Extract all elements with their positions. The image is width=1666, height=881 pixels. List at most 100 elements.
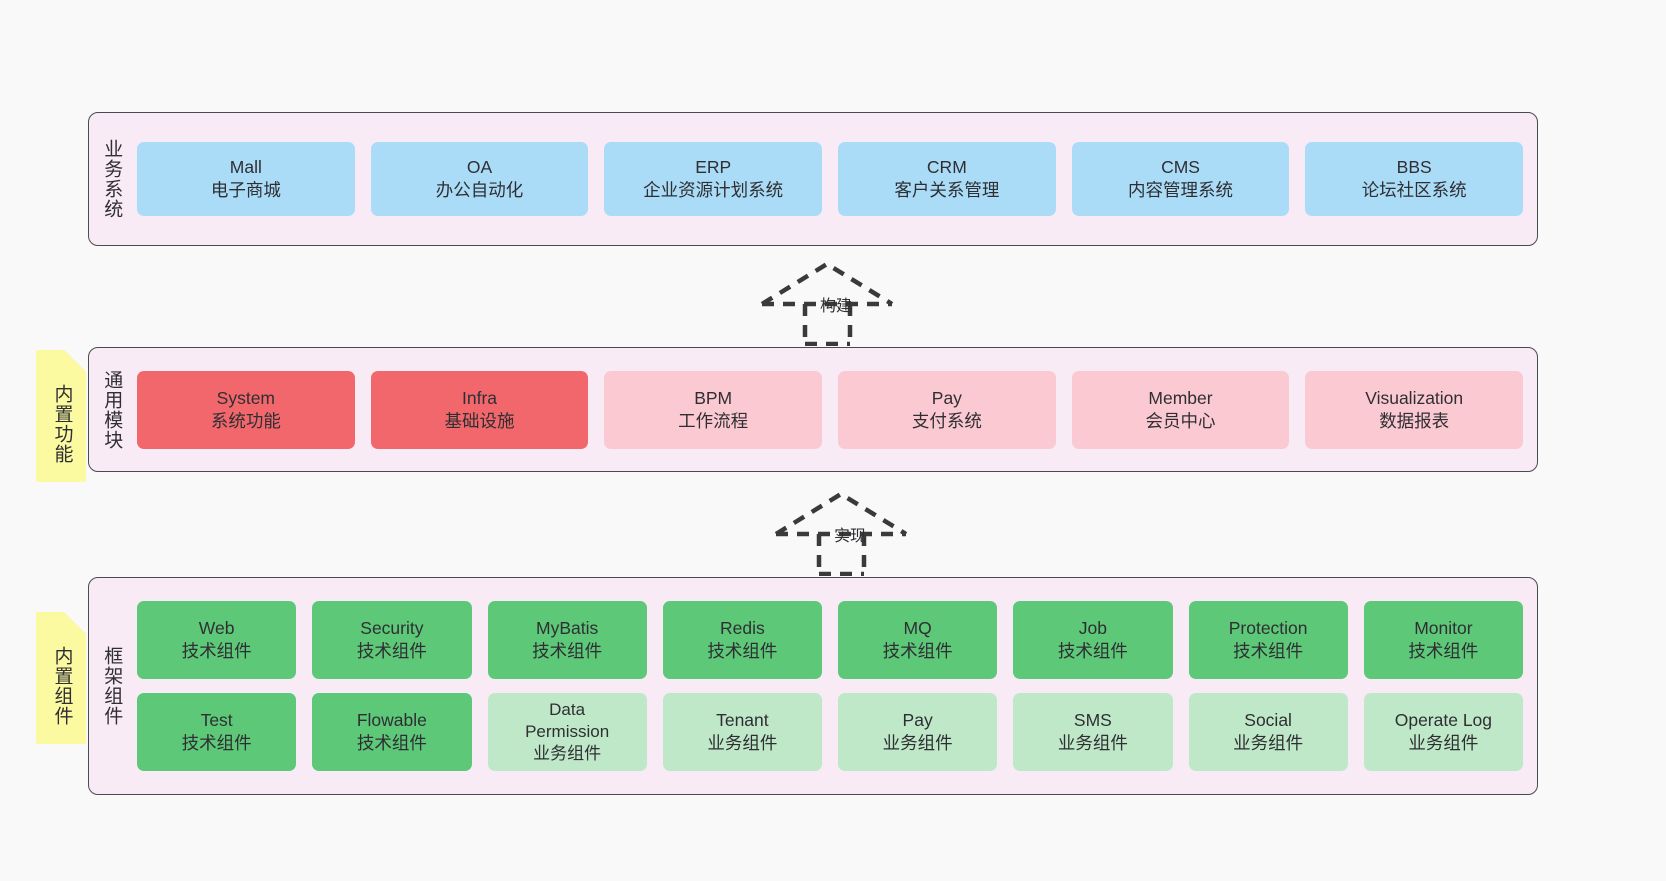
node-oa[interactable]: OA 办公自动化 [370,142,589,216]
node-label-en: SMS [1073,710,1112,731]
node-pay[interactable]: Pay 支付系统 [838,370,1056,449]
node-bbs[interactable]: BBS 论坛社区系统 [1305,142,1524,216]
node-label-cn: 业务组件 [1233,733,1304,753]
node-label-cn: 业务组件 [707,733,778,753]
node-label-en: Flowable [356,710,427,731]
node-label-cn: 技术组件 [181,641,252,661]
node-label-cn: 企业资源计划系统 [643,180,784,200]
node-tenant[interactable]: Tenant 业务组件 [662,693,822,771]
node-label-en: System [216,387,276,408]
node-label-en: Web [198,618,235,639]
node-label-en: Pay [902,710,933,731]
node-label-en: Social [1244,710,1292,731]
node-label-cn: 业务组件 [533,744,602,764]
node-system[interactable]: System 系统功能 [137,370,355,449]
node-label-en: CMS [1161,157,1200,178]
node-label-en: MQ [903,618,932,639]
node-member[interactable]: Member 会员中心 [1071,370,1290,449]
node-label-en: Protection [1228,618,1308,639]
node-label-en: Monitor [1414,618,1473,639]
node-crm[interactable]: CRM 客户关系管理 [838,142,1056,216]
node-label-en: Visualization [1365,387,1464,408]
note-fold-icon [64,612,86,634]
node-operate-log[interactable]: Operate Log 业务组件 [1363,693,1523,771]
node-label-en: CRM [926,157,967,178]
node-label-cn: 业务组件 [1408,733,1479,753]
node-label-cn: 技术组件 [356,641,427,661]
node-label-en: Mall [229,157,262,178]
node-mybatis[interactable]: MyBatis 技术组件 [487,601,647,679]
node-security[interactable]: Security 技术组件 [312,601,472,679]
layer-title-framework-components: 框架组件 [101,646,123,726]
node-social[interactable]: Social 业务组件 [1188,693,1348,771]
layer-business-systems[interactable]: 业务系统 Mall 电子商城 OA 办公自动化 ERP 企业资源计划系统 CRM… [88,112,1538,246]
note-fold-icon [64,350,86,372]
node-label-en: Security [360,618,424,639]
node-label-en: Redis [720,618,765,639]
node-label-en: Tenant [716,710,769,731]
node-label-cn: 客户关系管理 [894,180,1000,200]
connector-implement-label: 实现 [834,528,867,545]
node-label-en: Member [1148,387,1213,408]
node-cms[interactable]: CMS 内容管理系统 [1071,142,1290,216]
layer-body-common-modules: System 系统功能 Infra 基础设施 BPM 工作流程 Pay 支付系统… [133,348,1537,471]
note-builtin-features[interactable]: 内置功能 [36,350,86,482]
node-label-cn: 内容管理系统 [1128,180,1234,200]
node-label-en: ERP [695,157,732,178]
node-sms[interactable]: SMS 业务组件 [1013,693,1173,771]
node-bpm[interactable]: BPM 工作流程 [604,370,823,449]
node-flowable[interactable]: Flowable 技术组件 [312,693,472,771]
node-infra[interactable]: Infra 基础设施 [370,370,589,449]
layer-framework-components[interactable]: 框架组件 Web 技术组件 Security 技术组件 MyBatis 技术组件… [88,577,1538,795]
node-label-cn: 技术组件 [882,641,953,661]
node-web[interactable]: Web 技术组件 [137,601,297,679]
node-label-cn: 支付系统 [911,410,982,431]
node-label-cn: 技术组件 [1057,641,1128,661]
layer-row: Web 技术组件 Security 技术组件 MyBatis 技术组件 Redi… [137,601,1523,679]
layer-row: Test 技术组件 Flowable 技术组件 Data Permission … [137,693,1523,771]
node-job[interactable]: Job 技术组件 [1013,601,1173,679]
node-mq[interactable]: MQ 技术组件 [838,601,998,679]
node-label-en: Infra [461,387,498,408]
node-label-cn: 数据报表 [1379,410,1450,431]
node-label-en: Test [200,710,233,731]
node-label-cn: 技术组件 [1408,641,1479,661]
layer-row: Mall 电子商城 OA 办公自动化 ERP 企业资源计划系统 CRM 客户关系… [137,142,1524,216]
node-label-en: BPM [694,387,733,408]
node-label-en: OA [466,157,493,178]
node-erp[interactable]: ERP 企业资源计划系统 [604,142,823,216]
node-label-cn: 系统功能 [210,410,281,431]
node-label-cn: 电子商城 [210,180,281,200]
layer-body-framework-components: Web 技术组件 Security 技术组件 MyBatis 技术组件 Redi… [133,578,1537,794]
node-protection[interactable]: Protection 技术组件 [1188,601,1348,679]
node-pay-component[interactable]: Pay 业务组件 [838,693,998,771]
node-label-en: Data Permission [525,699,610,741]
node-label-en: BBS [1396,157,1432,178]
node-data-permission[interactable]: Data Permission 业务组件 [487,693,647,771]
node-label-cn: 办公自动化 [435,180,524,200]
node-label-cn: 业务组件 [882,733,953,753]
node-test[interactable]: Test 技术组件 [137,693,297,771]
node-label-cn: 技术组件 [1233,641,1304,661]
node-redis[interactable]: Redis 技术组件 [662,601,822,679]
node-label-cn: 技术组件 [532,641,603,661]
connector-build-label: 构建 [820,298,853,315]
node-label-cn: 基础设施 [444,410,515,431]
node-label-en: Operate Log [1394,710,1493,731]
note-text: 内置组件 [51,646,73,726]
layer-row: System 系统功能 Infra 基础设施 BPM 工作流程 Pay 支付系统… [137,370,1524,449]
node-label-en: Pay [931,387,962,408]
note-builtin-components[interactable]: 内置组件 [36,612,86,744]
layer-common-modules[interactable]: 通用模块 System 系统功能 Infra 基础设施 BPM 工作流程 Pay… [88,347,1538,472]
node-label-en: MyBatis [536,618,599,639]
node-label-cn: 工作流程 [678,410,749,431]
node-monitor[interactable]: Monitor 技术组件 [1363,601,1523,679]
node-label-cn: 会员中心 [1145,410,1216,431]
node-mall[interactable]: Mall 电子商城 [137,142,355,216]
node-label-cn: 技术组件 [707,641,778,661]
node-label-en: Job [1078,618,1107,639]
node-label-cn: 业务组件 [1057,733,1128,753]
node-visualization[interactable]: Visualization 数据报表 [1305,370,1524,449]
node-label-cn: 技术组件 [356,733,427,753]
layer-title-common-modules: 通用模块 [101,369,123,450]
